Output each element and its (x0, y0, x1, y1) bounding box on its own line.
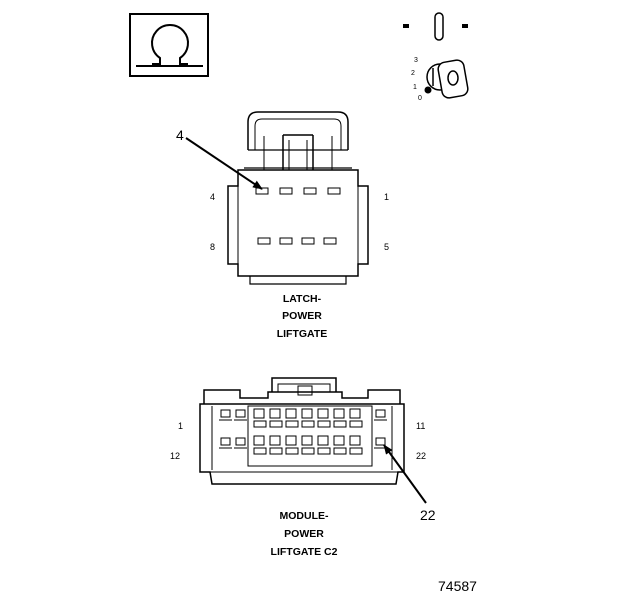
latch-pin-label-top-left: 4 (210, 192, 215, 202)
module-caption-line-2: POWER (284, 528, 324, 540)
ignition-key-icon: 3 2 1 0 (403, 12, 469, 102)
latch-cavity-7 (279, 237, 293, 245)
latch-pin-label-bottom-right: 5 (384, 242, 389, 252)
figure-number: 74587 (438, 578, 477, 594)
latch-pin-label-bottom-left: 8 (210, 242, 215, 252)
latch-cavity-8 (257, 237, 271, 245)
latch-pin-label-top-right: 1 (384, 192, 389, 202)
latch-connector: 4 1 8 5 4 LATCH- POWER LIFTGATE (176, 111, 389, 340)
module-pin-label-top-right: 11 (416, 421, 425, 431)
latch-cavity-5 (323, 237, 337, 245)
module-pin-label-bottom-left: 12 (170, 451, 180, 461)
module-connector: 1 11 12 22 22 MODULE- POWER LIFTGATE C2 (170, 377, 436, 558)
latch-caption-line-1: LATCH- (283, 293, 322, 305)
key-position-1: 1 (413, 84, 417, 91)
module-pin-label-bottom-right: 22 (416, 451, 426, 461)
latch-cavity-2 (303, 187, 317, 195)
module-cavity-grid (253, 408, 363, 455)
module-side-cavities (219, 409, 387, 449)
key-position-2: 2 (411, 70, 415, 77)
latch-callout-arrow (185, 137, 263, 190)
ohmmeter-icon (129, 13, 209, 77)
module-callout-arrow (383, 444, 427, 504)
module-pin-label-top-left: 1 (178, 421, 183, 431)
latch-cavity-6 (301, 237, 315, 245)
module-callout-number: 22 (420, 507, 436, 523)
key-position-3: 3 (414, 57, 418, 64)
key-position-0: 0 (418, 95, 422, 102)
latch-cavity-1 (327, 187, 341, 195)
module-caption-line-1: MODULE- (280, 510, 329, 522)
latch-cavity-3 (279, 187, 293, 195)
latch-caption-line-2: POWER (282, 310, 322, 322)
module-caption-line-3: LIFTGATE C2 (271, 546, 338, 558)
latch-caption-line-3: LIFTGATE (277, 328, 328, 340)
latch-callout-number: 4 (176, 127, 184, 143)
